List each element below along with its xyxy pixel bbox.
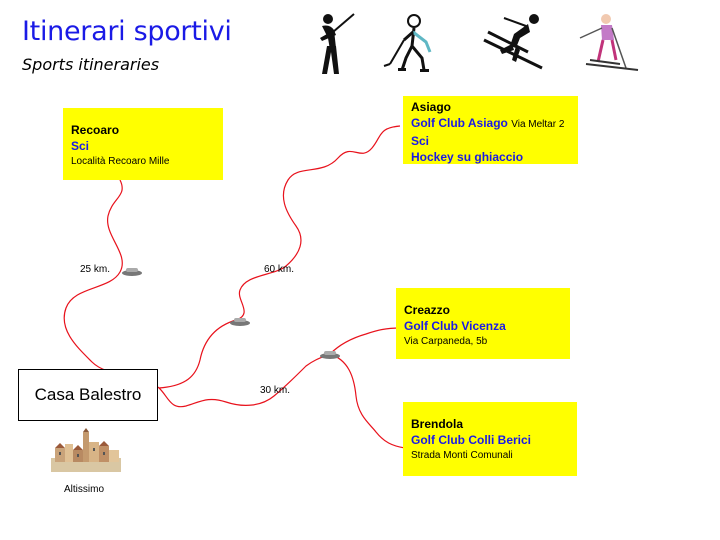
activity-link[interactable]: Sci: [411, 133, 570, 149]
golf-club-link[interactable]: Golf Club Colli Berici: [411, 432, 569, 448]
home-caption: Altissimo: [64, 484, 104, 495]
route-recoaro: [64, 180, 159, 388]
destination-name: Brendola: [411, 416, 569, 432]
destination-address: Strada Monti Comunali: [411, 448, 569, 464]
destination-recoaro: Recoaro Sci Località Recoaro Mille: [63, 108, 223, 180]
route-creazzo: [330, 328, 400, 354]
destination-creazzo: Creazzo Golf Club Vicenza Via Carpaneda,…: [396, 288, 570, 359]
destination-address: Via Carpaneda, 5b: [404, 334, 562, 350]
activity-link[interactable]: Hockey su ghiaccio: [411, 149, 570, 165]
distance-asiago: 60 km.: [264, 264, 294, 275]
golf-club-link[interactable]: Golf Club Asiago: [411, 116, 508, 130]
destination-name: Creazzo: [404, 302, 562, 318]
destination-name: Recoaro: [71, 122, 215, 138]
car-icon: [320, 351, 340, 359]
destination-address: Località Recoaro Mille: [71, 154, 215, 170]
car-icon: [230, 318, 250, 326]
golf-club-address: Via Meltar 2: [511, 119, 564, 130]
home-box: Casa Balestro: [18, 369, 158, 421]
village-icon: [51, 428, 121, 472]
distance-south: 30 km.: [260, 385, 290, 396]
destination-name: Asiago: [411, 99, 570, 115]
destination-brendola: Brendola Golf Club Colli Berici Strada M…: [403, 402, 577, 476]
car-icon: [122, 268, 142, 276]
destination-asiago: Asiago Golf Club Asiago Via Meltar 2 Sci…: [403, 96, 578, 164]
route-brendola: [330, 354, 405, 448]
route-south: [159, 354, 330, 407]
golf-club-link[interactable]: Golf Club Vicenza: [404, 318, 562, 334]
distance-recoaro: 25 km.: [80, 264, 110, 275]
activity-link[interactable]: Sci: [71, 138, 215, 154]
